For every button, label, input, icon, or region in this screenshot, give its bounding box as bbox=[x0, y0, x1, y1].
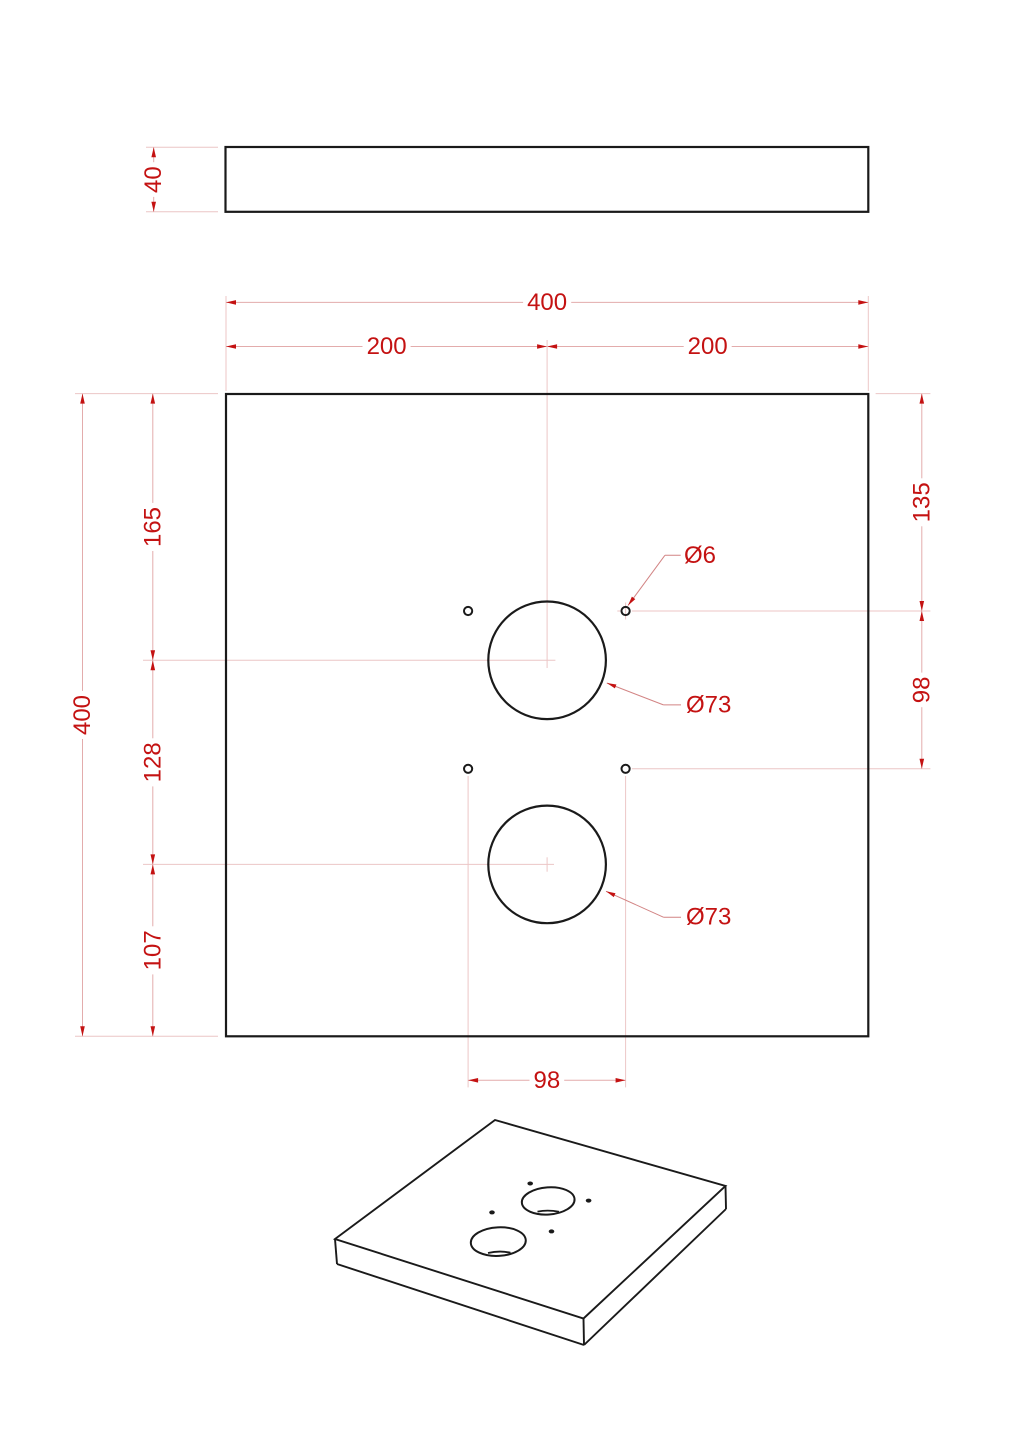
svg-text:400: 400 bbox=[69, 695, 96, 735]
svg-text:98: 98 bbox=[534, 1067, 561, 1094]
svg-text:98: 98 bbox=[908, 677, 935, 704]
svg-text:200: 200 bbox=[688, 333, 728, 360]
svg-text:107: 107 bbox=[139, 930, 166, 970]
svg-text:200: 200 bbox=[367, 333, 407, 360]
svg-text:Ø6: Ø6 bbox=[684, 542, 716, 569]
svg-text:Ø73: Ø73 bbox=[686, 904, 731, 931]
svg-text:135: 135 bbox=[908, 482, 935, 522]
svg-text:Ø73: Ø73 bbox=[686, 691, 731, 718]
svg-text:165: 165 bbox=[139, 507, 166, 547]
svg-text:40: 40 bbox=[140, 166, 167, 193]
svg-text:400: 400 bbox=[527, 289, 567, 316]
svg-text:128: 128 bbox=[139, 742, 166, 782]
